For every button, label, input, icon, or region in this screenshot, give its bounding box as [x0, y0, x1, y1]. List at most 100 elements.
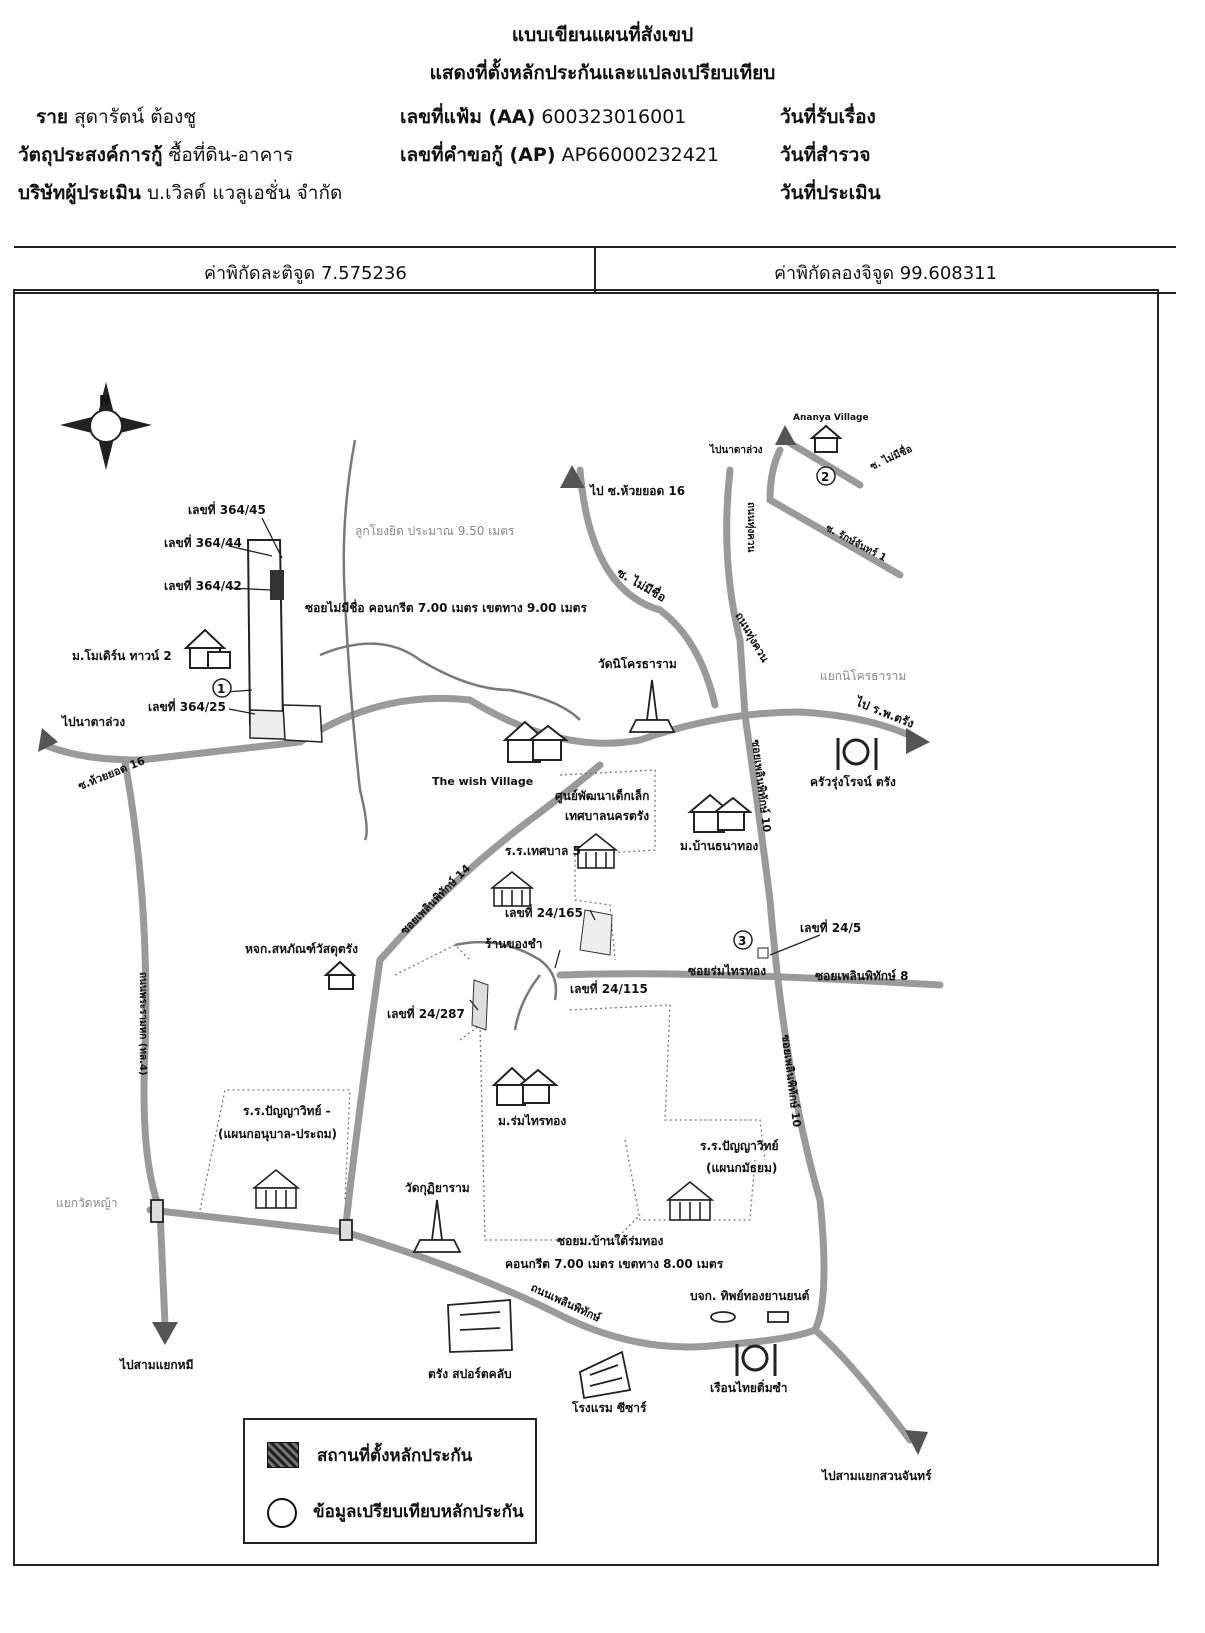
parcel-24-5-box — [757, 947, 769, 959]
map-legend: สถานที่ตั้งหลักประกัน ข้อมูลเปรียบเทียบห… — [243, 1418, 537, 1544]
house-icons — [183, 424, 843, 1106]
arrow-to-natalong — [38, 728, 58, 752]
road-thung-khuan — [723, 466, 749, 719]
label-panya-1: ร.ร.ปัญญาวิทย์ - — [243, 1104, 331, 1118]
label-24-287: เลขที่ 24/287 — [387, 1005, 465, 1021]
svg-text:1: 1 — [217, 682, 225, 696]
road-soi-rom-sai — [556, 970, 944, 989]
arrow-to-hospital — [906, 728, 930, 754]
survey-date-label: วันที่สำรวจ — [780, 144, 871, 166]
appraise-date-label: วันที่ประเมิน — [780, 182, 881, 204]
request-number-row: เลขที่คำขอกู้ (AP) AP66000232421 — [400, 144, 720, 166]
house-icon-ananya — [809, 424, 843, 453]
marker-3 — [733, 930, 753, 950]
marker-2 — [816, 466, 836, 486]
label-canal-width: ลูกโยงยิด ประมาณ 9.50 เมตร — [355, 524, 515, 539]
label-to-samyaek-mi: ไปสามแยกหมี — [118, 1357, 193, 1372]
label-to-natalong: ไปนาตาล่วง — [60, 714, 125, 729]
label-school-tesaban: ร.ร.เทศบาล 5 — [505, 844, 581, 858]
svg-text:3: 3 — [738, 934, 746, 948]
restaurant-icons — [735, 738, 878, 1376]
label-panya-1b: (แผนกอนุบาล-ประถม) — [218, 1127, 337, 1142]
legend-collateral-swatch — [267, 1442, 299, 1468]
file-number-row: เลขที่แฟ้ม (AA) 600323016001 — [400, 106, 687, 128]
arrow-to-huai-yot-16 — [560, 465, 585, 488]
label-thung-khuan: ถนนทุ่งควน — [745, 502, 757, 553]
label-modern-town: ม.โมเดิร์น ทาวน์ 2 — [72, 648, 172, 663]
label-to-suan-chan: ไปสามแยกสวนจันทร์ — [820, 1468, 932, 1483]
label-left-road: ถนนพระรามหก (ทล.4) — [137, 972, 148, 1075]
parcel-24-287 — [471, 979, 489, 1031]
sport-club-icon — [447, 1299, 513, 1353]
coordinate-divider — [594, 248, 596, 292]
label-child-center: ศูนย์พัฒนาเด็กเล็ก — [555, 788, 649, 804]
soi-upper — [319, 642, 581, 721]
boundary-panya-2 — [569, 1004, 766, 1161]
collateral-marker — [270, 570, 284, 600]
road-left-highway — [121, 758, 169, 1329]
restaurant-icon-rungroj — [836, 738, 878, 770]
collateral-parcels — [246, 539, 613, 1031]
label-sport-club: ตรัง สปอร์ตคลับ — [428, 1367, 512, 1381]
arrow-to-natalong-right — [775, 425, 796, 445]
toyota-icon — [710, 1311, 789, 1323]
comparable-markers: 1 2 3 — [212, 466, 836, 959]
boundaries — [199, 769, 766, 1241]
label-24-115: เลขที่ 24/115 — [570, 980, 648, 996]
road-mai-mi-chue-2 — [781, 436, 864, 489]
minor-roads — [319, 439, 581, 1031]
traffic-light-left — [150, 1199, 164, 1223]
legend-comparable-circle-icon — [267, 1498, 297, 1528]
road-phoen-phithak — [146, 1206, 819, 1351]
appraiser-row: บริษัทผู้ประเมิน บ.เวิลด์ แวลูเอชั่น จำก… — [18, 182, 343, 204]
purpose-row: วัตถุประสงค์การกู้ ซื้อที่ดิน-อาคาร — [18, 144, 294, 166]
soi-inner-2 — [513, 974, 541, 1031]
label-24-5: เลขที่ 24/5 — [800, 919, 861, 935]
label-soi-phoen-14: ซอยเพลินพิทักษ์ 14 — [398, 862, 473, 937]
label-to-natalong-right: ไปนาตาล่วง — [709, 443, 763, 456]
label-restaurant-ruenthai: เรือนไทยติ่มซำ — [710, 1379, 788, 1395]
label-364-45: เลขที่ 364/45 — [188, 501, 266, 517]
legend-collateral-label: สถานที่ตั้งหลักประกัน — [317, 1446, 473, 1466]
label-soi-no-name: ซอยไม่มีชื่อ คอนกรีต 7.00 เมตร เขตทาง 9.… — [305, 599, 587, 615]
label-to-huai-yot-16: ไป ซ.ห้วยยอด 16 — [588, 483, 685, 498]
road-rak-chan — [766, 446, 904, 579]
school-icons — [251, 832, 715, 1221]
temple-icons — [412, 679, 676, 1253]
map-title: แบบเขียนแผนที่สังเขป — [511, 24, 694, 46]
latitude: ค่าพิกัดละติจูด 7.575236 — [204, 263, 407, 284]
road-huai-yot — [41, 694, 919, 764]
label-wat-kuti: วัดกุฏิยาราม — [405, 1181, 470, 1196]
boundary-child-center — [559, 769, 656, 961]
temple-icon-kuti — [412, 1199, 462, 1253]
house-icon-wish-village — [502, 720, 569, 763]
legend-comparable-label: ข้อมูลเปรียบเทียบหลักประกัน — [313, 1502, 524, 1522]
road-soi-phoen-14 — [341, 761, 604, 1236]
label-soi-ban-tai-2: คอนกรีต 7.00 เมตร เขตทาง 8.00 เมตร — [505, 1257, 724, 1271]
leader-lines — [226, 517, 821, 1011]
arrows — [38, 425, 930, 1455]
label-soi-ban-tai: ซอยม.บ้านใต้ร่มทอง — [557, 1233, 664, 1248]
label-ananya: Ananya Village — [793, 413, 869, 423]
house-icon-rom-sai — [491, 1066, 559, 1106]
marker-1 — [212, 678, 232, 698]
arrow-to-suan-chan — [905, 1430, 928, 1455]
house-icon-thanathong — [687, 793, 753, 833]
restaurant-icon-ruenthai — [735, 1344, 777, 1376]
label-shop: ร้านของชำ — [485, 937, 543, 951]
house-icon-coop — [323, 960, 357, 990]
label-wish-village: The wish Village — [432, 775, 533, 788]
svg-text:2: 2 — [821, 470, 829, 484]
label-toyota: บจก. ทิพย์ทองยานยนต์ — [690, 1289, 810, 1303]
boundary-rom-sai — [459, 1023, 641, 1241]
received-date-label: วันที่รับเรื่อง — [780, 106, 876, 128]
map-subtitle: แสดงที่ตั้งหลักประกันและแปลงเปรียบเทียบ — [429, 62, 776, 84]
label-child-center-2: เทศบาลนครตรัง — [565, 809, 649, 823]
label-ban-thanathong: ม.บ้านธนาทอง — [680, 839, 758, 853]
boundary-panya-1 — [199, 1089, 351, 1211]
label-panya-2b: (แผนกมัธยม) — [706, 1161, 777, 1175]
borrower-row: ราย สุดารัตน์ ต้องชู — [36, 106, 197, 128]
school-icon-panya-1 — [251, 1168, 301, 1209]
label-soi-rak-chan: ซ. รักษ์จันทร์ 1 — [824, 522, 889, 564]
